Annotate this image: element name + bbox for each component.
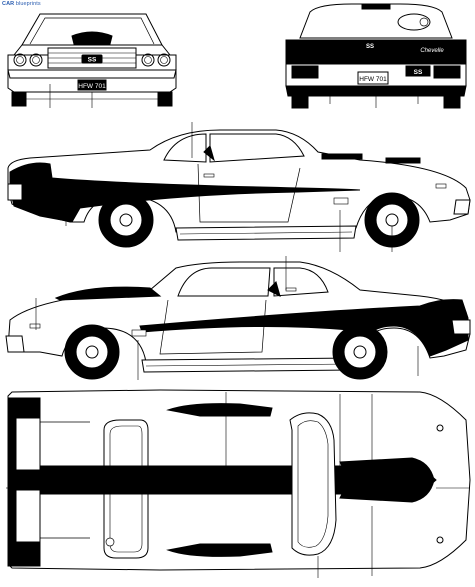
left-side-view — [7, 122, 471, 252]
front-ss-badge: SS — [88, 57, 97, 64]
front-view: SS HFW 701 — [7, 13, 177, 108]
top-view — [6, 389, 471, 578]
rear-view: SS Chevelle SS HFW 701 — [285, 3, 467, 109]
brand-watermark: CAR blueprints — [2, 1, 41, 7]
rear-ss-badge-top: SS — [366, 44, 374, 50]
rear-script-badge: Chevelle — [420, 48, 444, 54]
front-plate: HFW 701 — [78, 83, 106, 90]
rear-ss-badge: SS — [414, 69, 423, 76]
rear-plate: HFW 701 — [359, 76, 387, 83]
right-side-view — [5, 256, 471, 380]
